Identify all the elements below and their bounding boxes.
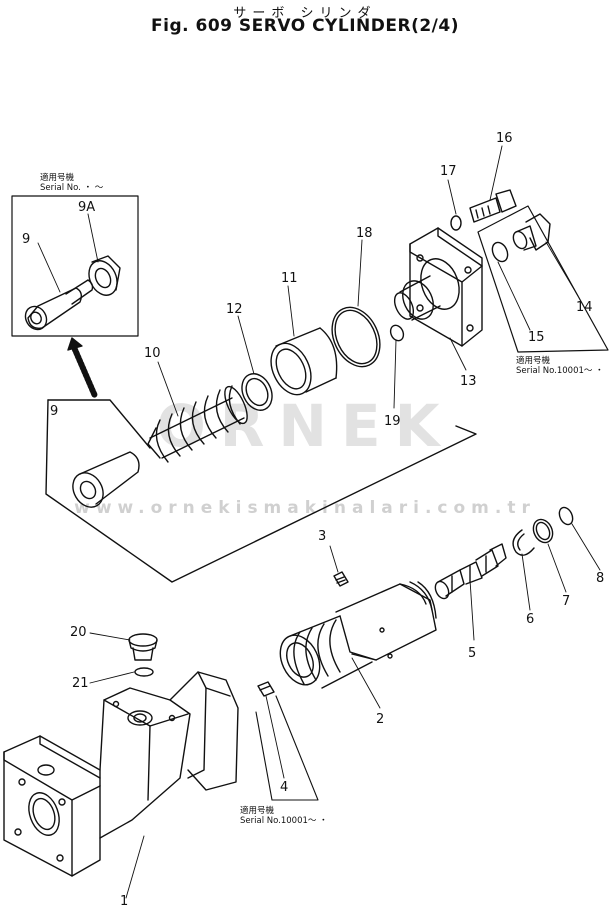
leader-8 [572, 524, 600, 570]
label-part-21: 21 [72, 676, 89, 691]
part-9-bolt [46, 400, 476, 582]
leader-4 [266, 696, 284, 778]
part-13-flange-cap [391, 228, 482, 346]
leader-14 [546, 242, 578, 296]
leader-2 [352, 658, 380, 708]
leader-16 [490, 146, 502, 200]
label-part-13: 13 [460, 374, 477, 389]
label-part-9: 9 [50, 404, 59, 419]
leader-15 [498, 262, 530, 330]
figure-title: Fig. 609 SERVO CYLINDER(2/4) [151, 16, 459, 36]
label-part-8: 8 [596, 571, 605, 586]
leader-3 [330, 546, 338, 572]
leader-6 [522, 554, 530, 610]
note-box-4-serial: Serial No.10001～ ・ [240, 816, 328, 826]
part-12-ring [236, 369, 277, 415]
part-5-spool [433, 544, 506, 601]
part-6-snap-ring [513, 530, 534, 555]
part-20-plug [129, 634, 157, 660]
part-4-set-screw [258, 682, 274, 696]
label-part-17: 17 [440, 164, 457, 179]
leader-10 [158, 362, 178, 416]
serial-box-9 [12, 196, 138, 336]
part-15-o-ring [489, 240, 510, 264]
note-box-4-jp: 適用号機 [240, 806, 275, 816]
label-part-15: 15 [528, 330, 545, 345]
part-10-bellows [148, 383, 252, 462]
title-japanese: サーボ シリンダ [233, 6, 377, 21]
leader-7 [548, 544, 566, 592]
label-part-14: 14 [576, 300, 593, 315]
part-16-bolt [470, 190, 516, 222]
part-19-small-ring [388, 323, 406, 343]
leader-11 [288, 286, 294, 336]
label-part-5: 5 [468, 646, 477, 661]
leader-13 [450, 338, 466, 370]
serial-box-14-15 [478, 206, 608, 352]
note-box-14-serial: Serial No.10001～ ・ [516, 366, 604, 376]
label-part-10: 10 [144, 346, 161, 361]
watermark-url: www.ornekismakinalari.com.tr [74, 498, 536, 518]
label-part-6: 6 [526, 612, 535, 627]
label-part-9-boxed: 9 [22, 232, 31, 247]
leader-17 [448, 180, 456, 214]
part-7-ring [530, 516, 556, 545]
part-1-cylinder-housing [4, 672, 238, 876]
part-3-set-screw [334, 572, 348, 586]
label-part-3: 3 [318, 529, 327, 544]
reference-arrow [68, 338, 95, 396]
part-14-plug [511, 214, 550, 251]
note-box-9-jp: 適用号機 [40, 173, 75, 183]
part-21-o-ring [135, 668, 153, 676]
serial-box-4 [256, 696, 318, 800]
note-box-9-serial: Serial No. ・ ～ [40, 183, 104, 193]
label-part-7: 7 [562, 594, 571, 609]
part-8-ring [557, 505, 575, 526]
label-part-1: 1 [120, 894, 129, 909]
label-part-2: 2 [376, 712, 385, 727]
label-part-19: 19 [384, 414, 401, 429]
watermark-brand: ORNEK [156, 392, 454, 460]
label-part-4: 4 [280, 780, 289, 795]
leader-19 [394, 340, 396, 408]
label-part-18: 18 [356, 226, 373, 241]
leader-9-boxed [38, 243, 60, 292]
leader-1 [126, 836, 144, 898]
leader-21 [90, 672, 134, 683]
label-part-12: 12 [226, 302, 243, 317]
label-part-20: 20 [70, 625, 87, 640]
part-11-bushing [263, 328, 336, 401]
label-part-16: 16 [496, 131, 513, 146]
part-18-o-ring [323, 300, 389, 375]
label-part-9a: 9A [78, 200, 96, 215]
leader-18 [358, 240, 362, 306]
part-9-bolt-boxed [21, 280, 92, 333]
leader-12 [238, 316, 254, 374]
leader-9a [88, 214, 98, 262]
leader-20 [90, 633, 130, 640]
label-part-11: 11 [281, 271, 298, 286]
part-2-piston [273, 582, 436, 691]
leader-5 [470, 580, 474, 640]
note-box-14-jp: 適用号機 [516, 356, 551, 366]
part-9a-collar [84, 256, 123, 300]
part-17-washer [451, 216, 461, 230]
leader-lines [90, 146, 600, 898]
